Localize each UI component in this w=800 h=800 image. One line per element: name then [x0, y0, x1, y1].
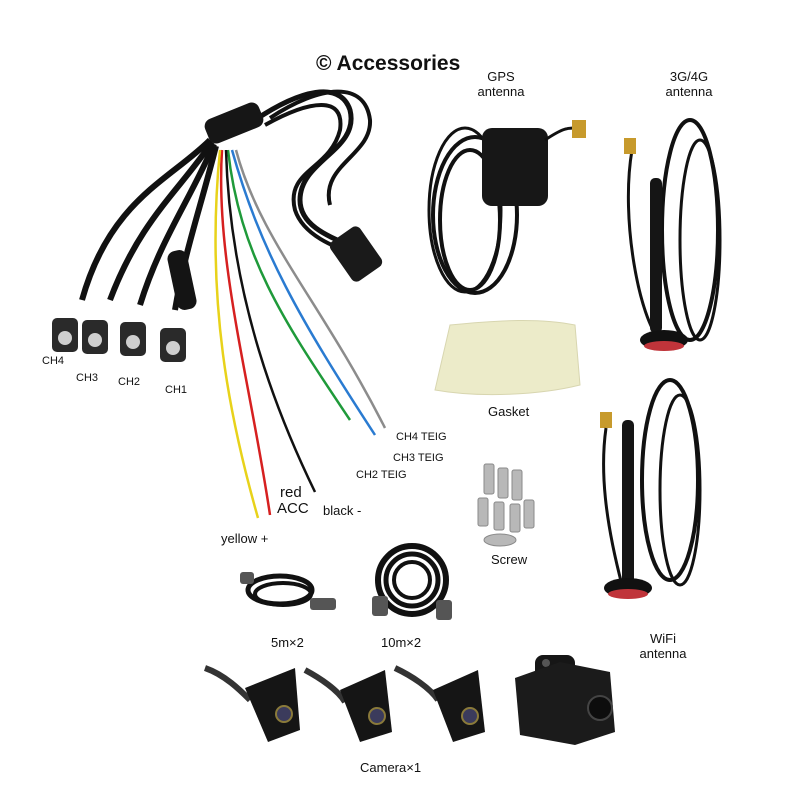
page-title: © Accessories — [316, 52, 461, 75]
ch4-teig-label: CH4 TEIG — [396, 431, 447, 443]
ch4-label: CH4 — [42, 355, 65, 367]
gps-antenna-icon — [427, 120, 586, 295]
side-camera-icon — [303, 667, 392, 742]
extension-cable-5m-icon — [240, 572, 336, 610]
yellow-wire-label: yellow + — [221, 531, 269, 546]
extension-cable-10m-icon — [372, 543, 452, 620]
acc-label: ACC — [277, 500, 309, 517]
cellular-antenna-icon — [624, 118, 722, 351]
black-wire-label: black - — [323, 503, 362, 518]
screw-label: Screw — [491, 552, 528, 567]
camera-label: Camera×1 — [360, 760, 422, 775]
red-wire-label: red — [280, 484, 302, 501]
ch3-label: CH3 — [76, 372, 99, 384]
ch2-label: CH2 — [118, 376, 141, 388]
cable-5m-label: 5m×2 — [271, 635, 304, 650]
gps-antenna-label: GPS antenna — [477, 69, 525, 99]
screw-icon — [477, 463, 535, 547]
ch3-teig-label: CH3 TEIG — [393, 452, 444, 464]
splitter-cable-icon — [52, 89, 387, 519]
side-camera-icon — [393, 665, 485, 742]
wifi-antenna-icon — [600, 378, 702, 599]
ch2-teig-label: CH2 TEIG — [356, 469, 407, 481]
cellular-antenna-label: 3G/4G antenna — [665, 69, 713, 99]
ch1-label: CH1 — [165, 384, 188, 396]
side-camera-icon — [203, 665, 300, 742]
cable-10m-label: 10m×2 — [381, 635, 422, 650]
front-camera-icon — [515, 655, 615, 745]
wifi-antenna-label: WiFi antenna — [639, 631, 687, 661]
gasket-icon — [434, 320, 581, 396]
gasket-label: Gasket — [488, 404, 530, 419]
